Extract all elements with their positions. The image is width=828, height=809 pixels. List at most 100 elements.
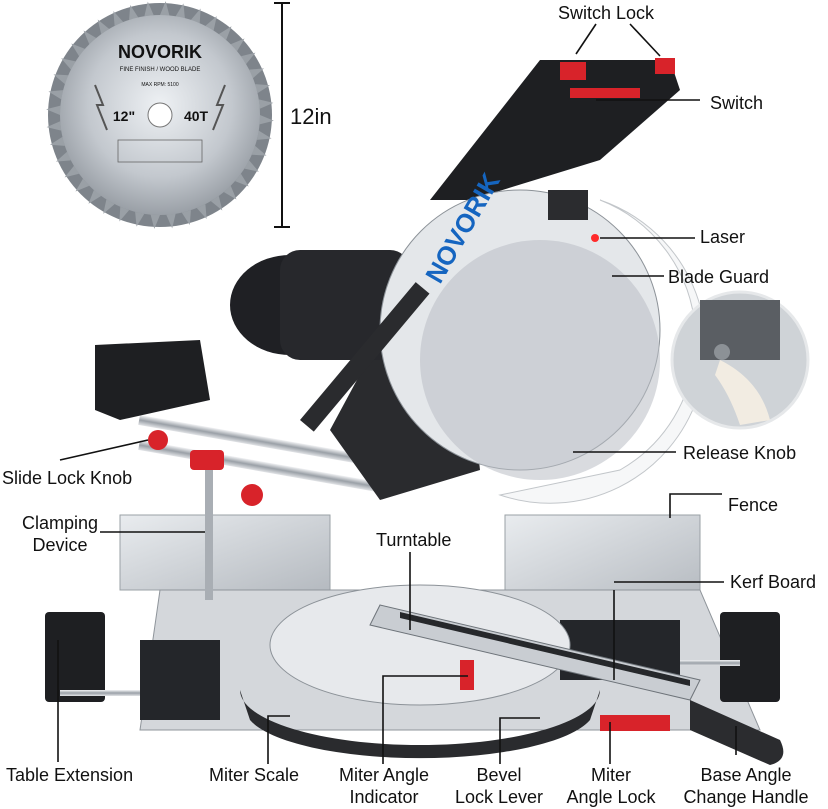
blade-teeth-count: 40T: [184, 108, 209, 124]
blade-tooth: [53, 74, 69, 85]
label-blade-guard: Blade Guard: [668, 267, 770, 287]
label-bevel-lock-lever: Bevel Lock Lever: [446, 764, 552, 808]
release-knob-inset: [670, 290, 810, 430]
switch-lock-red: [560, 62, 586, 80]
blade-spec-box: [117, 139, 203, 163]
blade-tooth: [46, 105, 61, 115]
clamp-post: [205, 470, 213, 600]
blade-tooth: [129, 4, 139, 20]
label-clamping-device: Clamping Device: [14, 512, 106, 556]
label-kerf-board: Kerf Board: [730, 572, 817, 592]
blade-tooth: [119, 206, 130, 222]
blade-teeth: [46, 1, 274, 229]
blade-tooth: [251, 145, 267, 156]
label-miter-angle-indicator-line1: Miter Angle: [338, 765, 430, 785]
blade-subtitle: FINE FINISH / WOOD BLADE: [120, 67, 201, 73]
label-fence: Fence: [728, 495, 779, 515]
switch-lock-red: [655, 58, 675, 74]
label-clamping-device-line2: Device: [32, 535, 88, 555]
blade-tooth: [210, 195, 223, 211]
blade-tooth: [160, 1, 170, 16]
leader-miter-scale: [267, 715, 290, 764]
miter-indicator-red: [460, 660, 474, 690]
blade-tooth: [258, 99, 274, 109]
leader-lines: [57, 23, 737, 764]
label-base-angle-line2: Change Handle: [683, 787, 809, 807]
blade-arbor-hole: [147, 102, 173, 128]
blade-tooth: [55, 151, 71, 162]
blade-tooth: [135, 211, 145, 227]
lightning-icon: [94, 84, 108, 131]
slide-rail-upper: [138, 414, 397, 470]
leader-fence: [669, 493, 722, 518]
blade-tooth: [46, 121, 62, 131]
blade-tooth: [181, 210, 191, 226]
left-fence: [119, 514, 331, 591]
leader-miter-angle-indicator: [382, 675, 468, 764]
blade-tooth: [244, 160, 259, 172]
label-switch-lock: Switch Lock: [558, 3, 655, 23]
dimension-marker: [274, 2, 290, 228]
saw-blade-illustration: NOVORIK FINE FINISH / WOOD BLADE MAX RPM…: [46, 1, 274, 229]
label-slide-lock-knob: Slide Lock Knob: [2, 468, 133, 488]
miter-saw: NOVORIK: [45, 58, 784, 765]
link-arm: [300, 282, 430, 432]
leader-switch-lock-b: [629, 23, 661, 57]
lower-blade-guard: [498, 199, 707, 504]
dimension-label: 12in: [290, 104, 332, 129]
label-miter-angle-lock: Miter Angle Lock: [558, 764, 664, 808]
bevel-knob-red: [190, 450, 224, 470]
leader-slide-lock-knob: [59, 439, 149, 461]
blade-tooth: [240, 52, 256, 65]
blade-tooth: [64, 165, 80, 178]
left-table-extension: [45, 612, 105, 702]
label-turntable: Turntable: [376, 530, 452, 550]
label-miter-angle-indicator-line2: Indicator: [349, 787, 419, 807]
blade-tooth: [190, 8, 201, 24]
blade-tooth: [61, 58, 76, 70]
blade-tooth: [49, 136, 65, 146]
kerf-slot: [400, 612, 690, 686]
right-table-extension: [720, 612, 780, 702]
blade-tooth: [175, 3, 185, 19]
blade-tooth: [144, 1, 154, 17]
label-base-angle-change-handle: Base Angle Change Handle: [676, 764, 816, 808]
extension-rod: [60, 690, 140, 696]
leader-bevel-lock-lever: [499, 717, 540, 764]
main-handle: [430, 60, 680, 200]
blade-tooth: [255, 84, 271, 94]
turntable-disc: [269, 584, 571, 706]
label-base-angle-line1: Base Angle: [700, 765, 792, 785]
label-laser: Laser: [700, 227, 746, 247]
label-table-extension: Table Extension: [6, 765, 134, 785]
label-miter-angle-lock-line2: Angle Lock: [566, 787, 656, 807]
saw-blade: [420, 240, 660, 480]
left-base-foot: [140, 640, 220, 720]
label-miter-angle-indicator: Miter Angle Indicator: [328, 764, 440, 808]
switch-trigger-red: [570, 88, 640, 98]
blade-tooth: [97, 19, 110, 35]
blade-tooth: [113, 10, 124, 26]
clamp-knob-red: [241, 484, 263, 506]
leader-switch-lock-a: [575, 23, 597, 55]
blade-size: 12": [113, 108, 135, 124]
blade-rpm: MAX RPM: 5100: [141, 82, 178, 88]
extension-rod: [680, 660, 740, 666]
blade-tooth: [205, 16, 217, 31]
label-switch: Switch: [710, 93, 764, 113]
blade-tooth: [259, 115, 274, 125]
blade-tooth: [150, 214, 160, 229]
blade-tooth: [256, 130, 272, 140]
label-miter-scale: Miter Scale: [209, 765, 300, 785]
right-fence: [504, 514, 701, 601]
laser-housing: [548, 190, 588, 220]
label-release-knob: Release Knob: [683, 443, 797, 463]
label-bevel-lock-lever-line1: Bevel: [476, 765, 522, 785]
blade-brand: NOVORIK: [118, 42, 202, 62]
label-clamping-device-line1: Clamping: [21, 513, 99, 533]
blade-tooth: [48, 90, 64, 100]
blade-tooth: [249, 68, 265, 79]
miter-angle-lock-red: [600, 715, 670, 731]
miter-scale-arc: [240, 690, 600, 759]
